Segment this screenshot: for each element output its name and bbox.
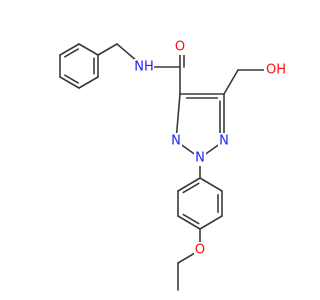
bond-p4-p5 (177, 215, 201, 230)
bond-b1-b2 (59, 43, 80, 56)
ring-n3-atom: N (218, 133, 230, 149)
bond-b5-b6-double (64, 74, 79, 84)
hydroxyl-oh-label: OH (266, 63, 286, 78)
ether-o-atom: O (194, 242, 206, 258)
ring-n1-label: N (171, 134, 181, 149)
bond-p1-p2 (199, 177, 223, 192)
bond-c5-ch2oh (223, 69, 239, 95)
bond-b3-ch2 (97, 43, 118, 56)
bond-b1-b2-double (64, 48, 79, 58)
bond-p4-p5-double (182, 213, 200, 225)
carbonyl-o-label: O (175, 40, 185, 55)
ether-o-label: O (195, 243, 205, 258)
atom-label-group: NH O OH N N N O (134, 39, 288, 258)
ring-n2-label: N (195, 151, 205, 166)
carbonyl-o-atom: O (174, 39, 186, 55)
bond-p6-p1 (177, 177, 201, 192)
hydroxyl-oh-atom: OH (264, 62, 288, 78)
molecule-structure: NH O OH N N N O (59, 39, 288, 291)
amide-nh-label: NH (134, 60, 154, 75)
amide-nh-atom: NH (134, 59, 154, 75)
ring-n1-atom: N (170, 133, 182, 149)
bond-p3-p4 (199, 215, 223, 230)
ring-n3-label: N (219, 134, 229, 149)
bond-p6-p1-double (182, 182, 200, 194)
bond-b4-b5 (78, 76, 99, 89)
bond-b5-b6 (59, 76, 80, 89)
ring-n2-atom: N (194, 150, 206, 166)
bond-group (59, 43, 277, 291)
bond-b2-b3 (78, 43, 99, 56)
